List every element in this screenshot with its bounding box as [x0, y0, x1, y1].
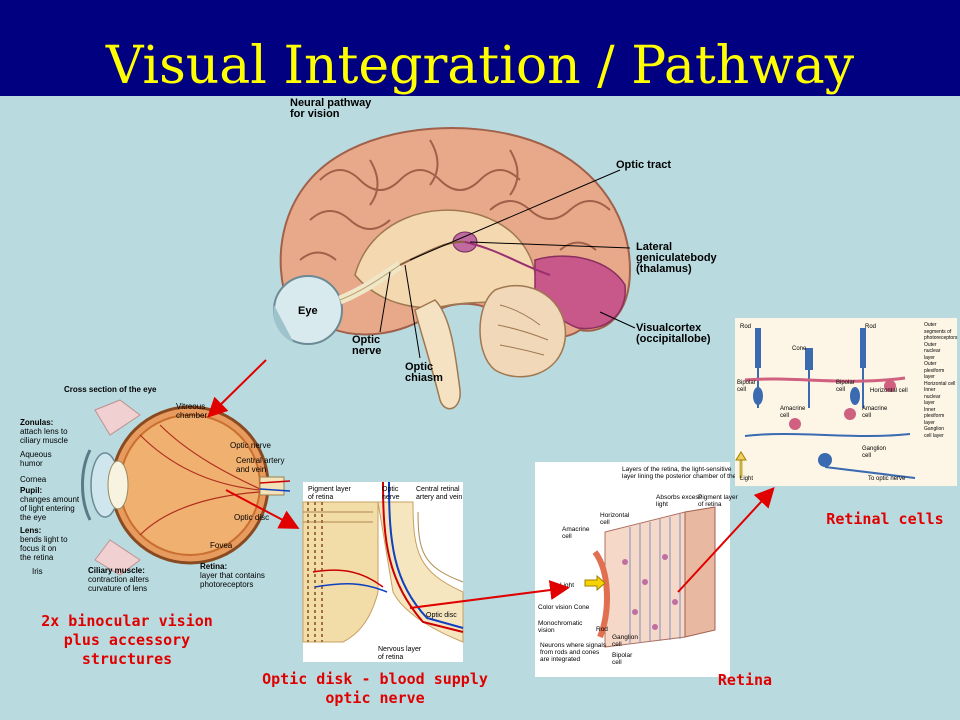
label-optic-disc-eye: Optic disc	[234, 513, 270, 522]
arrow-disk-to-retina	[409, 580, 570, 609]
cells-layer-label: layer	[924, 400, 935, 406]
label-cornea: Cornea	[20, 475, 47, 484]
label-cross-section: Cross section of the eye	[64, 385, 157, 394]
label-retina-heading: Layers of the retina, the light-sensitiv…	[622, 466, 749, 480]
retinal-cells-illustration	[735, 328, 916, 479]
arrow-brain-to-eye	[207, 359, 267, 418]
cells-layer-label: layer	[924, 419, 935, 426]
label-rod-left: Rod	[740, 324, 752, 330]
label-iris: Iris	[32, 567, 43, 576]
cells-layer-label: nuclear	[924, 393, 941, 400]
label-horizontal-cell: Horizontal cell	[870, 388, 908, 394]
slide-title: Visual Integration / Pathway	[105, 36, 855, 96]
label-eye: Eye	[298, 305, 318, 317]
cells-layer-label: segments of	[924, 328, 952, 335]
label-rod-right: Rod	[865, 324, 877, 330]
cells-layer-label: Outer	[924, 322, 937, 328]
cells-layer-label: Horizontal cell	[924, 380, 956, 387]
label-rod-retina: Rod	[596, 626, 608, 633]
cells-layer-label: layer	[924, 374, 935, 380]
cells-layer-label: Inner	[924, 406, 936, 413]
cells-layer-label: Ganglion	[924, 426, 945, 432]
caption-retina: Retina	[717, 671, 773, 689]
cells-layer-label: Outer	[924, 341, 937, 348]
eye-cross-section-illustration	[81, 399, 291, 576]
cells-layer-label: plexiform	[924, 413, 945, 419]
title-bar	[0, 0, 960, 96]
label-optic-disc-disk: Optic disc	[426, 612, 457, 619]
arrow-retina-to-cells	[677, 487, 775, 593]
retina-layers-illustration	[584, 506, 716, 648]
cells-layer-label: Outer plexiform	[924, 361, 945, 374]
cells-layer-label: photoreceptors	[924, 335, 958, 341]
label-fovea: Fovea	[210, 541, 233, 550]
label-visual-cortex: Visualcortex(occipitallobe)	[636, 322, 711, 345]
label-cone: Cone	[792, 346, 807, 352]
retinal-cells-panel	[735, 318, 957, 486]
label-optic-tract: Optic tract	[616, 159, 672, 171]
brain-illustration	[273, 127, 636, 410]
label-to-optic-nerve: To optic nerve	[868, 476, 906, 482]
arrow-eye-to-disk	[225, 489, 300, 529]
caption-retinal-cells: Retinal cells	[826, 510, 944, 528]
label-optic-nerve-eye: Optic nerve	[230, 441, 271, 450]
optic-disk-illustration	[302, 481, 464, 643]
cells-layer-label: cell layer	[924, 432, 944, 439]
cells-layer-label: nuclear	[924, 348, 941, 354]
cells-layer-label: Inner	[924, 387, 936, 393]
label-light-cells: Light	[740, 476, 754, 482]
label-color-vision: Color vision Cone	[538, 604, 590, 611]
cells-layer-label: layer	[924, 354, 935, 361]
